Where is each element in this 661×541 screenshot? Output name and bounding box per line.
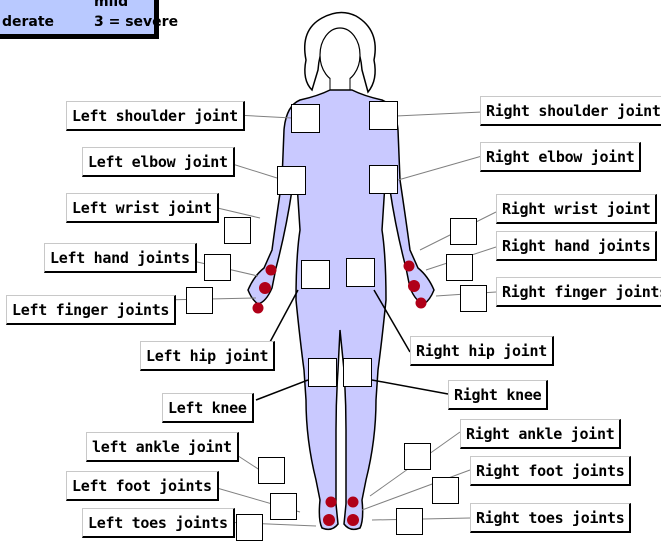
label-left-elbow: Left elbow joint <box>82 147 235 177</box>
label-right-knee: Right knee <box>448 380 548 410</box>
label-right-toes: Right toes joints <box>470 503 631 533</box>
label-right-finger: Right finger joints <box>496 277 661 307</box>
score-box-right-finger[interactable] <box>460 285 487 312</box>
label-right-wrist: Right wrist joint <box>496 194 657 224</box>
label-left-toes: Left toes joints <box>82 508 235 538</box>
score-box-left-ankle[interactable] <box>258 457 285 484</box>
score-box-right-ankle[interactable] <box>404 443 431 470</box>
score-box-right-toes[interactable] <box>396 508 423 535</box>
label-right-elbow: Right elbow joint <box>480 142 641 172</box>
label-left-ankle: left ankle joint <box>86 432 239 462</box>
label-right-foot: Right foot joints <box>470 456 631 486</box>
score-box-left-elbow[interactable] <box>277 166 306 195</box>
score-box-left-hand[interactable] <box>204 254 231 281</box>
legend-moderate: derate <box>2 14 54 30</box>
score-box-left-foot[interactable] <box>270 493 297 520</box>
label-left-finger: Left finger joints <box>6 295 176 325</box>
label-left-foot: Left foot joints <box>66 471 219 501</box>
score-box-right-elbow[interactable] <box>369 165 398 194</box>
label-left-shoulder: Left shoulder joint <box>66 101 245 131</box>
score-box-right-foot[interactable] <box>432 477 459 504</box>
score-box-right-hip[interactable] <box>346 258 375 287</box>
label-right-hip: Right hip joint <box>410 336 554 366</box>
score-box-left-shoulder[interactable] <box>291 104 320 133</box>
label-left-knee: Left knee <box>162 393 254 423</box>
label-right-hand: Right hand joints <box>496 231 657 261</box>
label-left-hand: Left hand joints <box>44 243 197 273</box>
label-right-ankle: Right ankle joint <box>460 419 621 449</box>
score-box-left-hip[interactable] <box>301 260 330 289</box>
label-left-wrist: Left wrist joint <box>66 193 219 223</box>
score-box-left-finger[interactable] <box>186 287 213 314</box>
legend-mild: mild <box>94 0 128 10</box>
label-left-hip: Left hip joint <box>140 341 275 371</box>
score-box-left-toes[interactable] <box>236 514 263 541</box>
score-box-right-wrist[interactable] <box>450 218 477 245</box>
label-right-shoulder: Right shoulder joint <box>480 96 661 126</box>
score-box-right-shoulder[interactable] <box>369 101 398 130</box>
score-box-left-wrist[interactable] <box>224 217 251 244</box>
legend-severe: 3 = severe <box>94 14 178 30</box>
score-box-right-hand[interactable] <box>446 254 473 281</box>
score-box-left-knee[interactable] <box>308 358 337 387</box>
score-box-right-knee[interactable] <box>343 358 372 387</box>
